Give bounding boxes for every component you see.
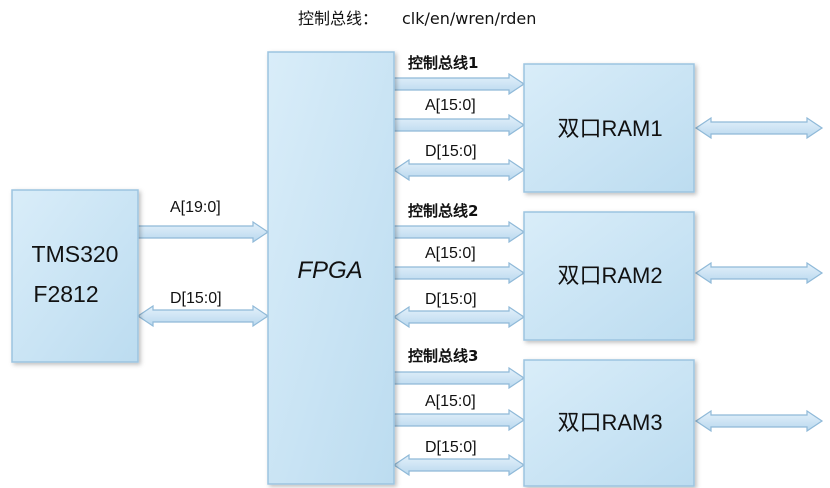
ram1-control-arrow — [393, 72, 526, 96]
fpga-block — [267, 51, 395, 485]
ram3-external-arrow — [694, 409, 824, 433]
ram1-data-arrow — [392, 158, 526, 182]
dsp-block — [11, 189, 139, 363]
ram3-label: 双口RAM3 — [557, 410, 662, 435]
ram1-label: 双口RAM1 — [557, 116, 662, 141]
ram1-address-arrow — [393, 113, 526, 137]
ram2-external-arrow — [694, 261, 824, 285]
ram2-block — [523, 211, 695, 341]
ram1-data-label: D[15:0] — [425, 143, 477, 160]
ram3-control-arrow — [393, 366, 526, 390]
dsp-label-line1: TMS320 — [32, 241, 119, 267]
dsp-data-arrow — [136, 304, 270, 328]
dsp-address-label: A[19:0] — [170, 199, 221, 216]
ram1-address-label: A[15:0] — [425, 97, 476, 114]
ram2-control-label: 控制总线2 — [408, 202, 478, 220]
fpga-label: FPGA — [297, 257, 362, 284]
ram3-address-arrow — [393, 408, 526, 432]
dsp-label-line2: F2812 — [33, 281, 98, 307]
ram1-block — [523, 63, 695, 193]
ram1-external-arrow — [694, 116, 824, 140]
ram3-block — [523, 359, 695, 487]
ram2-label: 双口RAM2 — [557, 263, 662, 288]
connection-arrows — [136, 72, 824, 477]
ram1-control-label: 控制总线1 — [408, 54, 478, 72]
control-bus-title-signals: clk/en/wren/rden — [402, 9, 536, 28]
ram3-data-label: D[15:0] — [425, 439, 477, 456]
ram3-address-label: A[15:0] — [425, 393, 476, 410]
ram2-control-arrow — [393, 220, 526, 244]
dsp-address-arrow — [137, 220, 270, 244]
ram2-data-label: D[15:0] — [425, 291, 477, 308]
ram3-control-label: 控制总线3 — [408, 347, 478, 365]
dsp-data-label: D[15:0] — [170, 290, 222, 307]
ram2-data-arrow — [392, 305, 526, 329]
ram2-address-label: A[15:0] — [425, 245, 476, 262]
control-bus-title-prefix: 控制总线： — [298, 9, 378, 28]
ram2-address-arrow — [393, 261, 526, 285]
ram3-data-arrow — [392, 453, 526, 477]
